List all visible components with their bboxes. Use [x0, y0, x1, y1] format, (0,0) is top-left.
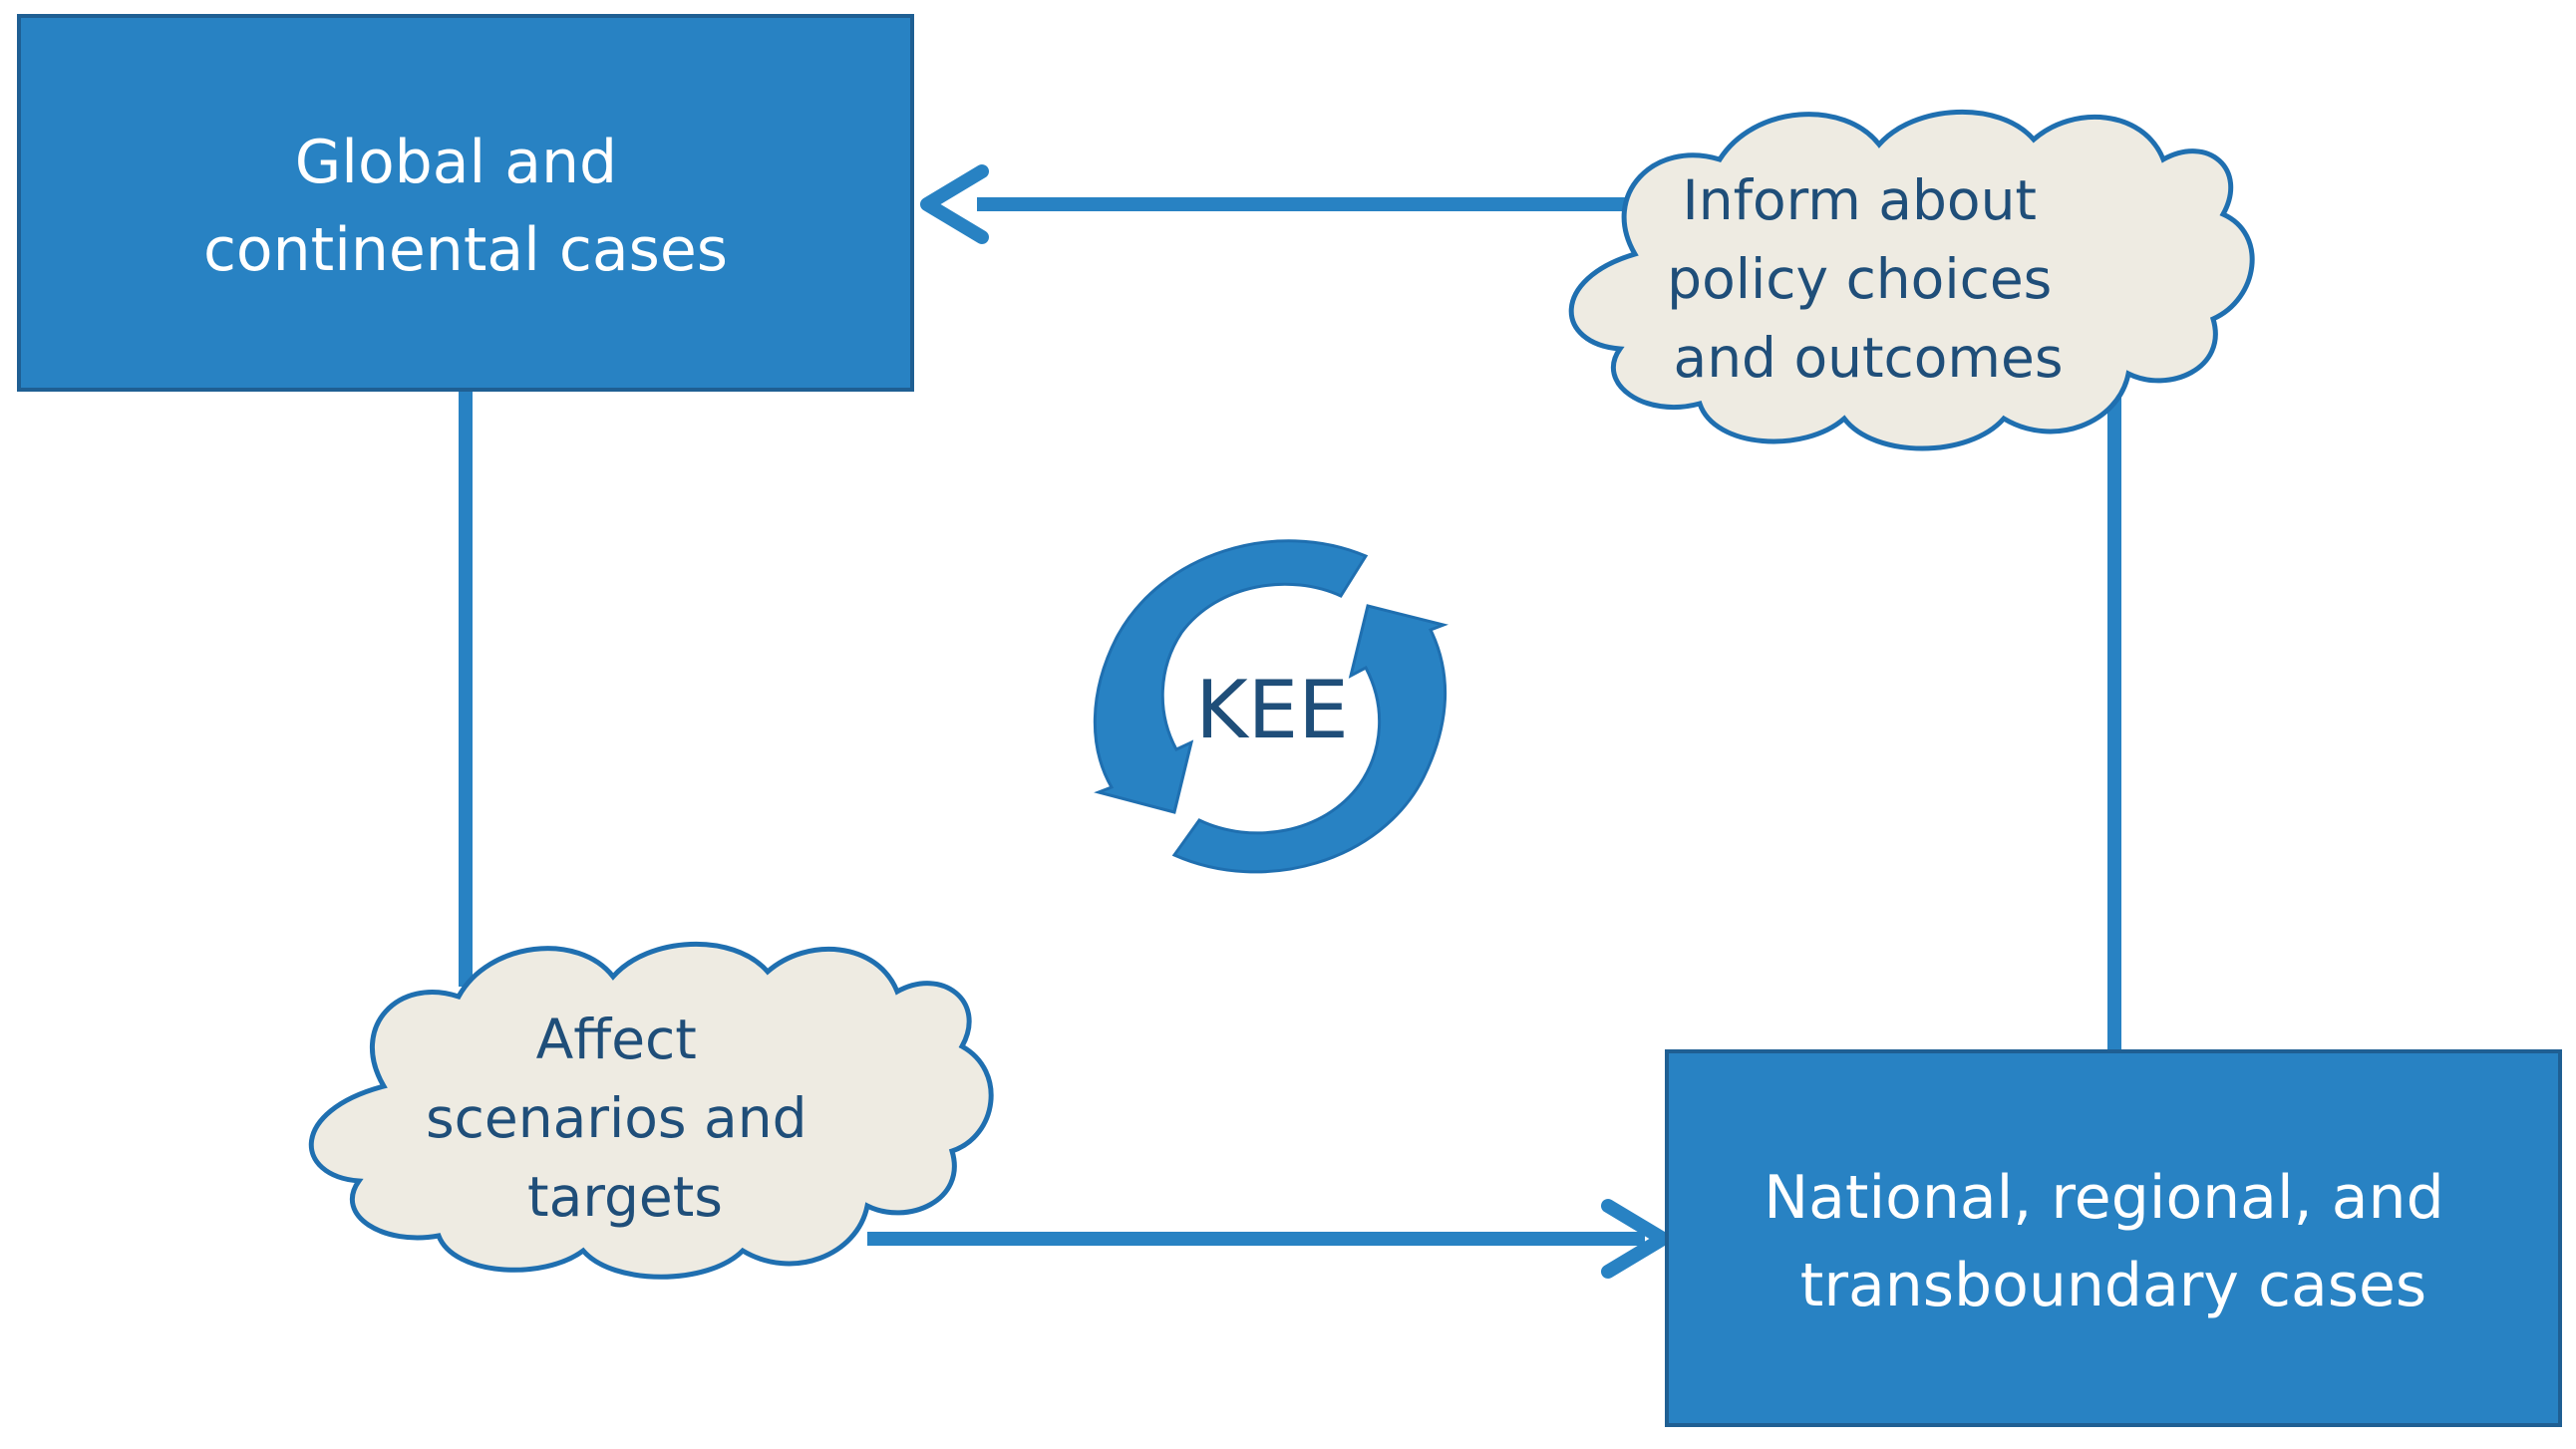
cloud-affect-line-1: Affect [536, 1008, 697, 1071]
box-national-line-2: transboundary cases [1800, 1251, 2426, 1320]
box-global-continental: Global and continental cases [17, 14, 914, 392]
cloud-affect-line-2: scenarios and [426, 1086, 806, 1150]
cloud-affect: Affect scenarios and targets [308, 942, 994, 1280]
box-national-regional: National, regional, and transboundary ca… [1665, 1049, 2562, 1427]
arrow-right-icon [1601, 1199, 1670, 1279]
cloud-inform-line-1: Inform about [1683, 168, 2038, 232]
cycle-arrow-upper [1093, 539, 1369, 814]
box-national-line-1: National, regional, and [1764, 1163, 2443, 1233]
box-national-rect [1665, 1049, 2562, 1427]
cloud-affect-shape [308, 942, 994, 1280]
arrow-left-icon [920, 164, 989, 244]
cycle-arrow-lower [1171, 604, 1449, 874]
cloud-affect-line-3: targets [527, 1165, 723, 1229]
connectors [459, 164, 2121, 1279]
cloud-affect-text: Affect scenarios and targets [426, 1008, 824, 1229]
box-global-line-2: continental cases [203, 215, 728, 285]
box-national-text: National, regional, and transboundary ca… [1764, 1163, 2462, 1320]
box-global-text: Global and continental cases [203, 128, 728, 285]
cloud-inform-line-2: policy choices [1667, 247, 2052, 311]
box-global-rect [17, 14, 914, 392]
cloud-inform-shape [1568, 110, 2255, 451]
cloud-inform-line-3: and outcomes [1674, 326, 2064, 390]
center-label: KEE [1195, 664, 1349, 756]
cloud-inform: Inform about policy choices and outcomes [1568, 110, 2255, 451]
box-global-line-1: Global and [295, 128, 617, 197]
refresh-cycle-icon: KEE [1093, 539, 1449, 874]
cloud-inform-text: Inform about policy choices and outcomes [1667, 168, 2070, 390]
